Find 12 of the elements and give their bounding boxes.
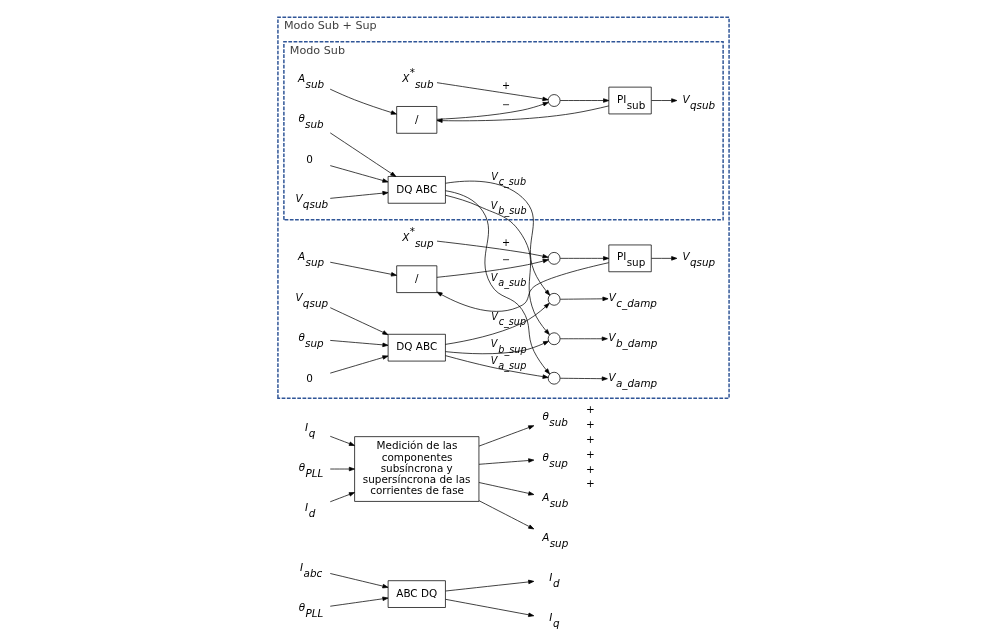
edge-label: +: [501, 79, 510, 91]
label: +: [585, 447, 595, 460]
label: +: [585, 462, 595, 475]
edge-label: −: [501, 254, 510, 266]
node-text: 0: [305, 152, 313, 165]
label: +: [585, 417, 595, 430]
label: +: [585, 432, 595, 445]
label: +: [585, 477, 595, 490]
label: +: [585, 402, 595, 415]
edge-label: −: [501, 98, 510, 110]
edge-label: +: [501, 236, 510, 248]
node-text: 0: [305, 371, 313, 384]
